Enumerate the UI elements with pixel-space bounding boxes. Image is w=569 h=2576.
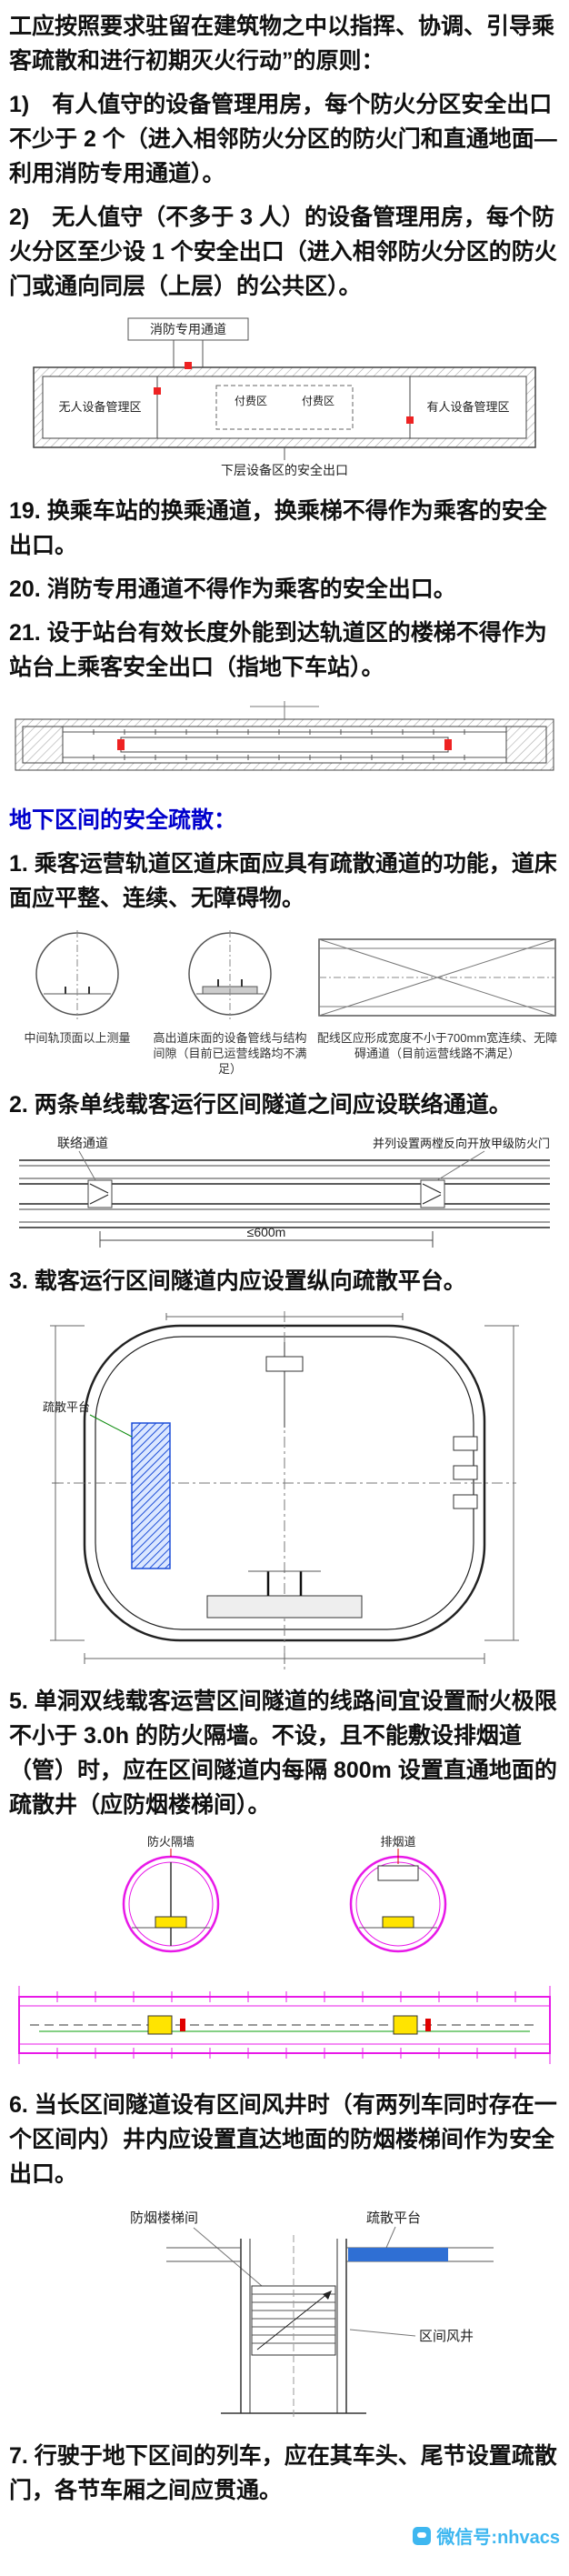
trackbed-right-column: 配线区应形成宽度不小于700mm宽连续、无障碍通道（目前运营线路不满足） [314,927,560,1061]
manned-room-label: 有人设备管理区 [426,400,509,414]
tunnel-cross-section-drawing: 疏散平台 [43,1311,519,1669]
lower-tunnel [19,1203,550,1228]
paragraph-evac-7: 7. 行驶于地下区间的列车，应在其车头、尾节设置疏散门，各节车厢之间应贯通。 [9,2443,557,2503]
station-concourse-drawing: 消防专用通道 无人设备管理区 有人设备管理区 付费区 付费区 [33,317,536,477]
smokeproof-stair-label: 防烟楼梯间 [130,2210,198,2226]
connection-label: 联络通道 [57,1136,108,1150]
vent-shaft-drawing: 防烟楼梯间 疏散平台 [130,2210,494,2421]
diagram-station-concourse: 消防专用通道 无人设备管理区 有人设备管理区 付费区 付费区 [9,315,560,483]
dimension-lines [50,1313,519,1664]
paragraph-item-19: 19. 换乘车站的换乘通道，换乘梯不得作为乘客的安全出口。 [9,498,547,558]
paragraph-intro: 工应按照要求驻留在建筑物之中以指挥、协调、引导乘客疏散和进行初期灭火行动”的原则… [9,14,555,74]
diagram-tunnel-cross-section: 疏散平台 [9,1309,560,1673]
twin-tunnel-drawing: 防火隔墙 排烟道 [122,1835,447,1953]
tunnel-circle-left [35,930,119,1019]
diagram-twin-tunnel-sections: 防火隔墙 排烟道 [9,1833,560,1960]
lower-exit-callout: 下层设备区的安全出口 [221,447,348,477]
paragraph-evac-6: 6. 当长区间隧道设有区间风井时（有两列车同时存在一个区间内）井内应设置直达地面… [9,2092,557,2187]
evac-platform-bar [348,2248,448,2261]
paragraph-item-20: 20. 消防专用通道不得作为乘客的安全出口。 [9,576,456,602]
paid-area-label: 付费区 [302,395,334,407]
paragraph-evac-5: 5. 单洞双线载客运营区间隧道的线路间宜设置耐火极限不小于 3.0h 的防火隔墙… [9,1689,557,1818]
dimension-marks [250,701,319,719]
firewall-label: 防火隔墙 [147,1835,195,1849]
connection-leader [78,1150,96,1181]
door-note-label: 并列设置两樘反向开放甲级防火门 [373,1137,550,1150]
track-slab [206,1570,363,1619]
paid-area-label: 付费区 [235,395,267,407]
diagram-platform-plan [9,696,560,790]
trackbed-caption-left: 中间轨顶面以上测量 [24,1031,131,1045]
right-tunnel-circle [349,1855,447,1953]
watermark-text: 微信号:nhvacs [436,2528,560,2548]
wechat-id-watermark: 微信号:nhvacs [9,2522,560,2549]
tracks [63,729,506,760]
tunnel-plan-drawing [18,1986,551,2064]
smoke-duct-label: 排烟道 [380,1835,415,1849]
stair-markers [117,739,452,750]
vent-shaft-label: 区间风井 [419,2329,474,2344]
platform-label: 疏散平台 [43,1400,90,1414]
evacuation-platform: 疏散平台 [43,1400,171,1569]
passage-1 [87,1179,113,1208]
diagram-vent-shaft-stair: 防烟楼梯间 疏散平台 [9,2202,560,2428]
vent-shaft-leader [349,2329,416,2337]
platform-leader [385,2226,396,2249]
unmanned-room-label: 无人设备管理区 [58,400,141,414]
platform-plan-drawing [15,701,554,771]
trackbed-caption-middle: 高出道床面的设备管线与结构间隙（目前已运营线路均不满足） [153,1031,307,1076]
spacing-dimension: ≤600m [99,1225,434,1248]
exit-markers [154,362,414,424]
fire-corridor-label: 消防专用通道 [150,322,226,336]
evacuation-shaft-markers [147,2015,431,2035]
left-tunnel-circle [122,1855,220,1953]
cable-brackets [453,1436,478,1509]
connection-corridor-drawing: 联络通道 并列设置两樘反向开放甲级防火门 [19,1136,550,1248]
trackbed-caption-right: 配线区应形成宽度不小于700mm宽连续、无障碍通道（目前运营线路不满足） [316,1031,558,1060]
platform-slab [120,737,449,753]
spacing-label: ≤600m [247,1225,286,1239]
paid-area-zone: 付费区 付费区 [215,385,354,430]
diagram-tunnel-plan-shafts [9,1971,560,2077]
diagram-trackbed-sections: 中间轨顶面以上测量 高出道床面的设备管线与结构间隙（目前已运营线路均不满足） [9,927,560,1077]
paragraph-item-1: 1) 有人值守的设备管理用房，每个防火分区安全出口不少于 2 个（进入相邻防火分… [9,92,557,186]
trackbed-middle-column: 高出道床面的设备管线与结构间隙（目前已运营线路均不满足） [153,927,307,1077]
paragraph-evac-3: 3. 载客运行区间隧道内应设置纵向疏散平台。 [9,1268,466,1294]
tunnel-plan-walls [18,1986,551,2064]
stair-leader [193,2227,263,2287]
tunnel-section-right [318,938,556,1017]
fire-corridor-callout: 消防专用通道 [127,317,249,368]
concourse-walls [33,366,536,448]
tunnel-circle-middle [188,930,272,1019]
wechat-icon [413,2526,432,2545]
lower-exit-label: 下层设备区的安全出口 [221,463,348,477]
paragraph-evac-1: 1. 乘客运营轨道区道床面应具有疏散通道的功能，道床面应平整、连续、无障碍物。 [9,851,557,911]
door-note-leader [436,1150,485,1181]
overhead-contact-system [265,1342,304,1428]
paragraph-item-2: 2) 无人值守（不多于 3 人）的设备管理用房，每个防火分区至少设 1 个安全出… [9,205,557,299]
evac-platform-label: 疏散平台 [366,2210,421,2226]
paragraph-evac-2: 2. 两条单线载客运行区间隧道之间应设联络通道。 [9,1092,512,1118]
paragraph-item-21: 21. 设于站台有效长度外能到达轨道区的楼梯不得作为站台上乘客安全出口（指地下车… [9,620,547,680]
section-heading-underground-evacuation: 地下区间的安全疏散： [9,807,237,833]
trackbed-left-column: 中间轨顶面以上测量 [9,927,145,1046]
passage-2 [420,1179,445,1208]
diagram-connection-corridor: 联络通道 并列设置两樘反向开放甲级防火门 [9,1133,560,1253]
